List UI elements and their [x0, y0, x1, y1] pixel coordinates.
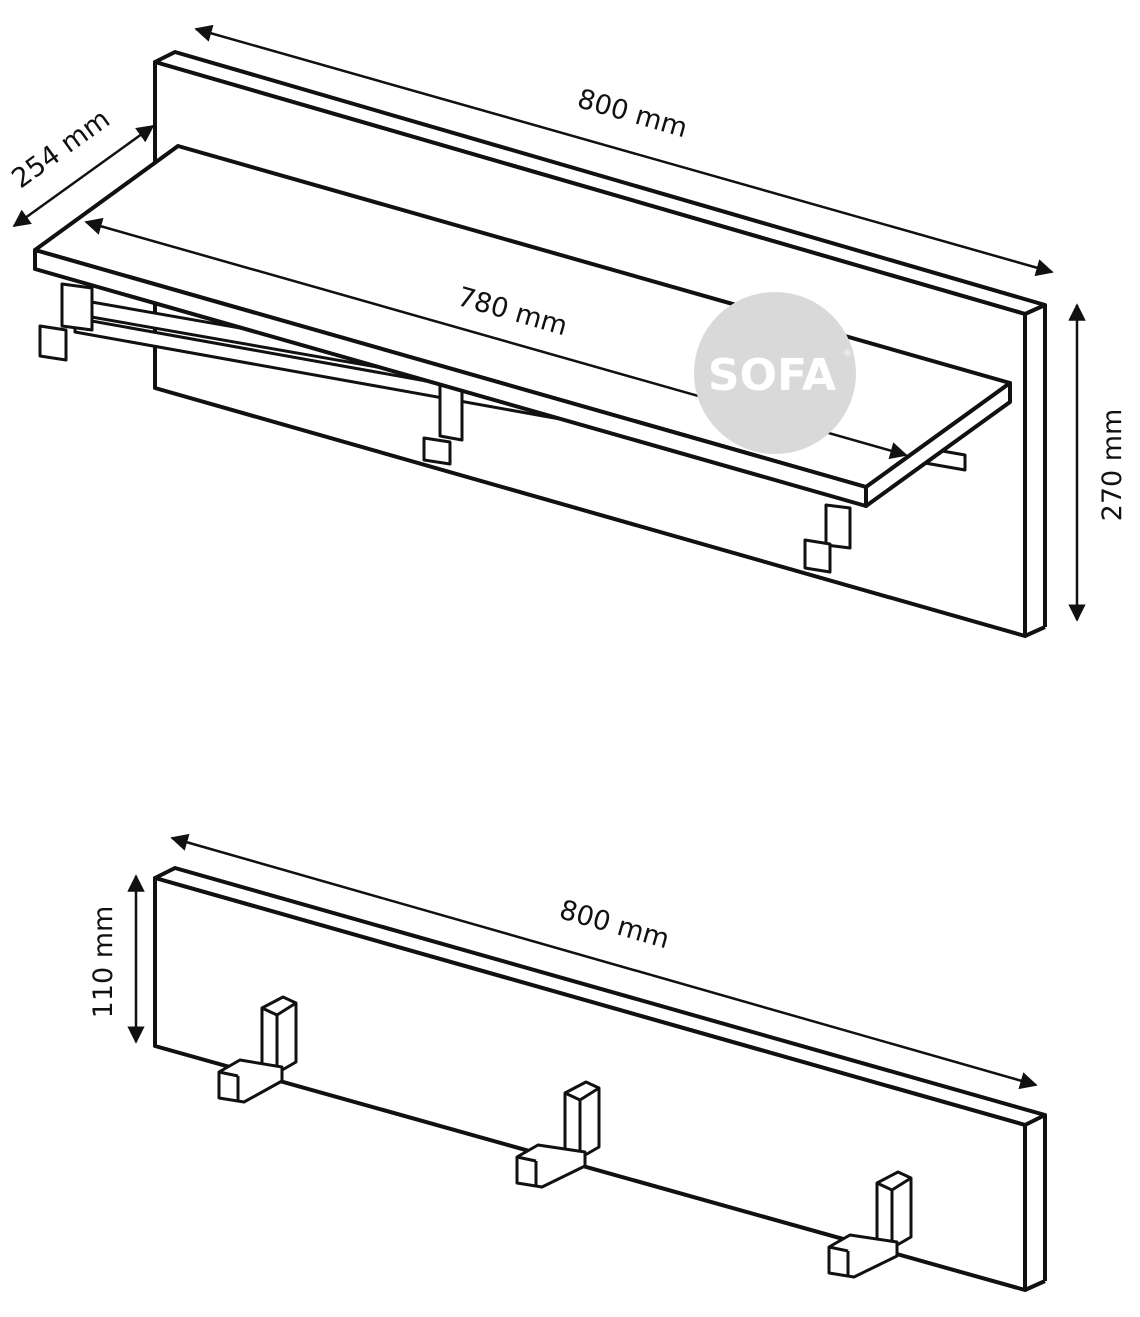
sofa-logo: SOFA ® [694, 292, 856, 454]
shelf-height-label: 270 mm [1097, 409, 1128, 522]
rail-width-dimension-line [170, 833, 1038, 1090]
rail-width-label: 800 mm [556, 894, 673, 955]
logo-text: SOFA [708, 350, 836, 401]
shelf-board-side [864, 381, 1012, 508]
logo-circle [694, 292, 856, 454]
shelf-width-dimension-line [194, 24, 1054, 277]
shelf-depth-label: 254 mm [6, 103, 115, 194]
coat-hook [827, 1170, 913, 1279]
shelf-width-label: 800 mm [574, 83, 691, 144]
shelf-depth-dimension-line [12, 124, 155, 228]
rail-height-label: 110 mm [88, 906, 119, 1019]
shelf-unit [33, 50, 1047, 638]
logo-registered-mark: ® [843, 349, 852, 359]
